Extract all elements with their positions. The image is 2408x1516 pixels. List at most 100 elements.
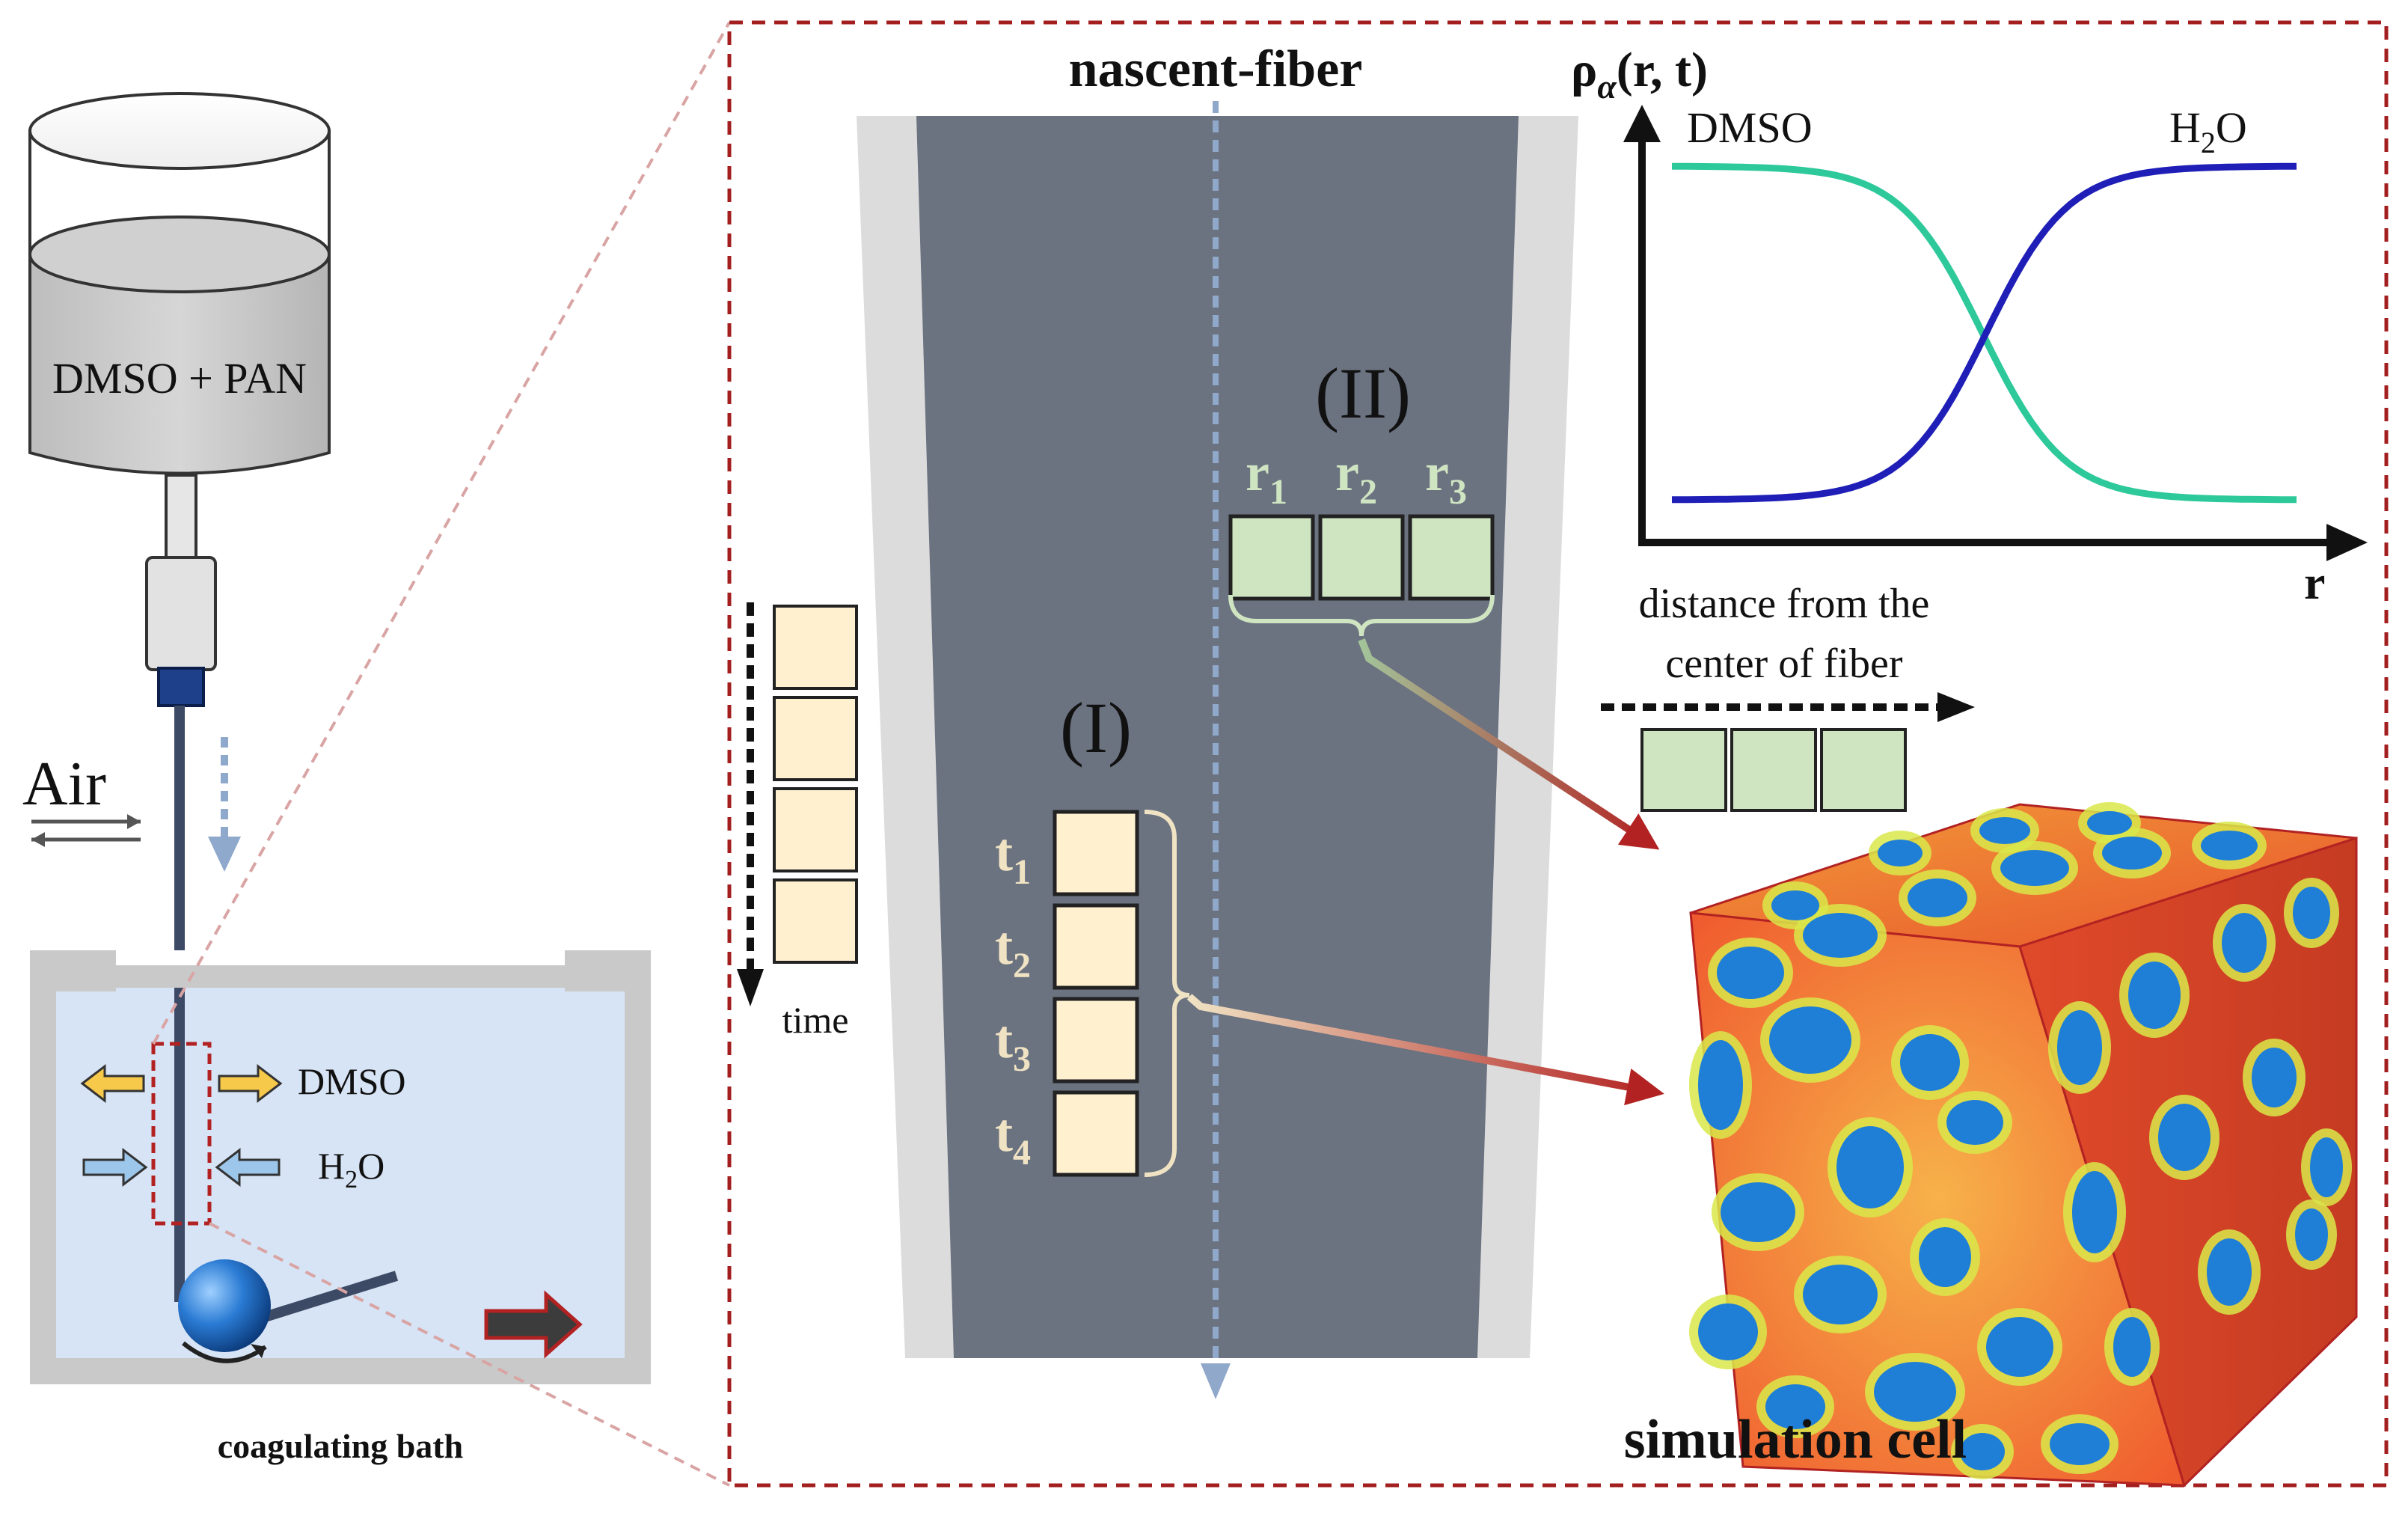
radius-cells-bracket [1228, 594, 1495, 637]
radius-cell-label: r3 [1425, 442, 1467, 512]
spinning-apparatus: DMSO + PAN Air [22, 92, 651, 1465]
phase-domain [2057, 1010, 2102, 1085]
phase-domain [1803, 1265, 1878, 1324]
phase-domain [1698, 1040, 1743, 1130]
time-strip [773, 605, 858, 964]
radius-cell [1408, 514, 1495, 601]
time-cell-label: t3 [995, 1009, 1031, 1079]
distance-strip [1640, 728, 1907, 812]
h2o-inflow-arrows [82, 1147, 281, 1188]
distance-label-line2: center of fiber [1665, 641, 1902, 687]
zoom-connector-lines [152, 22, 731, 1487]
radius-cells: r1 r2 r3 [1228, 442, 1495, 601]
reservoir-tank [28, 92, 331, 475]
fiber-title: nascent-fiber [1069, 40, 1363, 98]
phase-domain [2050, 1423, 2110, 1465]
time-strip-cell [773, 878, 858, 964]
time-cell [1053, 997, 1139, 1083]
time-axis-label: time [782, 999, 849, 1041]
guide-roller [178, 1259, 271, 1352]
time-cell [1053, 903, 1139, 990]
fiber-axis [1201, 101, 1231, 1399]
phase-domain [2222, 913, 2267, 973]
phase-domain [2000, 850, 2069, 886]
h2o-curve-label: H2O [2169, 103, 2247, 159]
spinneret-nozzle [145, 474, 217, 707]
reservoir-label: DMSO + PAN [52, 354, 307, 403]
phase-domain [2252, 1048, 2297, 1107]
simulation-caption: simulation cell [1624, 1409, 1967, 1470]
phase-domain [1919, 1227, 1971, 1287]
air-label: Air [22, 749, 106, 819]
phase-domain [2207, 1238, 2252, 1306]
phase-domain [1908, 878, 1967, 917]
radius-cell [1318, 514, 1405, 601]
dmso-curve-label: DMSO [1687, 103, 1813, 152]
phase-domain [2293, 887, 2330, 939]
phase-domain [1721, 1182, 1795, 1242]
radius-cell-label: r1 [1246, 442, 1287, 512]
phase-domain [2128, 962, 2181, 1029]
zoom-frame [727, 20, 2389, 1488]
time-strip-cell [773, 696, 858, 781]
phase-domain [1979, 817, 2030, 844]
distance-axis-arrow [1601, 692, 1975, 722]
time-strip-cell [773, 787, 858, 872]
distance-label-line1: distance from the [1639, 581, 1930, 627]
h2o-profile-curve [1671, 162, 2297, 504]
region-II-label: (II) [1315, 353, 1411, 433]
bath-caption: coagulating bath [218, 1427, 463, 1465]
phase-domain [1698, 1303, 1758, 1360]
region-I-label: (I) [1060, 688, 1132, 768]
plot-y-label: ρα(r, t) [1571, 43, 1708, 106]
phase-domain [1986, 1317, 2053, 1377]
phase-domain [1771, 890, 1819, 920]
phase-domain [2102, 837, 2162, 869]
time-strip-cell [773, 605, 858, 690]
roller-rotation-arrow [182, 1341, 267, 1363]
distance-strip-cell [1730, 728, 1817, 812]
phase-domain [2113, 1317, 2151, 1377]
plot-x-label: r [2304, 556, 2325, 609]
phase-domain [2310, 1137, 2343, 1197]
phase-domain [1836, 1126, 1904, 1208]
phase-domain [2087, 811, 2132, 835]
time-cell-label: t2 [995, 916, 1031, 985]
phase-domain [2072, 1171, 2117, 1253]
time-cells: t1 t2 t3 t4 [995, 810, 1139, 1177]
simulation-cell-cube [1689, 802, 2358, 1488]
concentration-profile-plot: ρα(r, t) r DMSO H2O [1571, 43, 2368, 609]
phase-domain [2158, 1104, 2211, 1171]
mapping-arrows [1186, 638, 1664, 1106]
phase-domains [1689, 802, 2352, 1479]
phase-domain [1874, 1362, 1956, 1422]
bath-h2o-label: H2O [318, 1145, 385, 1193]
radius-cell-label: r2 [1335, 442, 1377, 512]
phase-domain [1769, 1006, 1851, 1074]
time-cell-label: t4 [995, 1103, 1031, 1173]
time-cell [1053, 810, 1139, 896]
phase-domain [1900, 1034, 1960, 1091]
radius-cell [1228, 514, 1315, 601]
bath-dmso-label: DMSO [298, 1060, 405, 1102]
phase-domain [1878, 840, 1923, 866]
zoom-region-box [151, 1042, 212, 1226]
time-axis-arrow [737, 602, 764, 1006]
dmso-outflow-arrows [80, 1063, 283, 1104]
distance-strip-cell [1820, 728, 1907, 812]
phase-domain [1717, 947, 1784, 999]
fiber-output-arrow [484, 1290, 583, 1359]
phase-domain [1946, 1100, 2003, 1145]
time-cells-bracket [1144, 810, 1190, 1177]
distance-strip-cell [1640, 728, 1727, 812]
phase-domain [1765, 1384, 1825, 1429]
time-cell-label: t1 [995, 822, 1031, 892]
phase-domain [2201, 831, 2258, 861]
air-gap-arrows [31, 814, 141, 847]
phase-domain [2295, 1208, 2328, 1261]
extrusion-arrow [208, 737, 241, 872]
phase-domain [1960, 1433, 2005, 1470]
time-cell [1053, 1090, 1139, 1177]
phase-domain [1803, 913, 1878, 958]
